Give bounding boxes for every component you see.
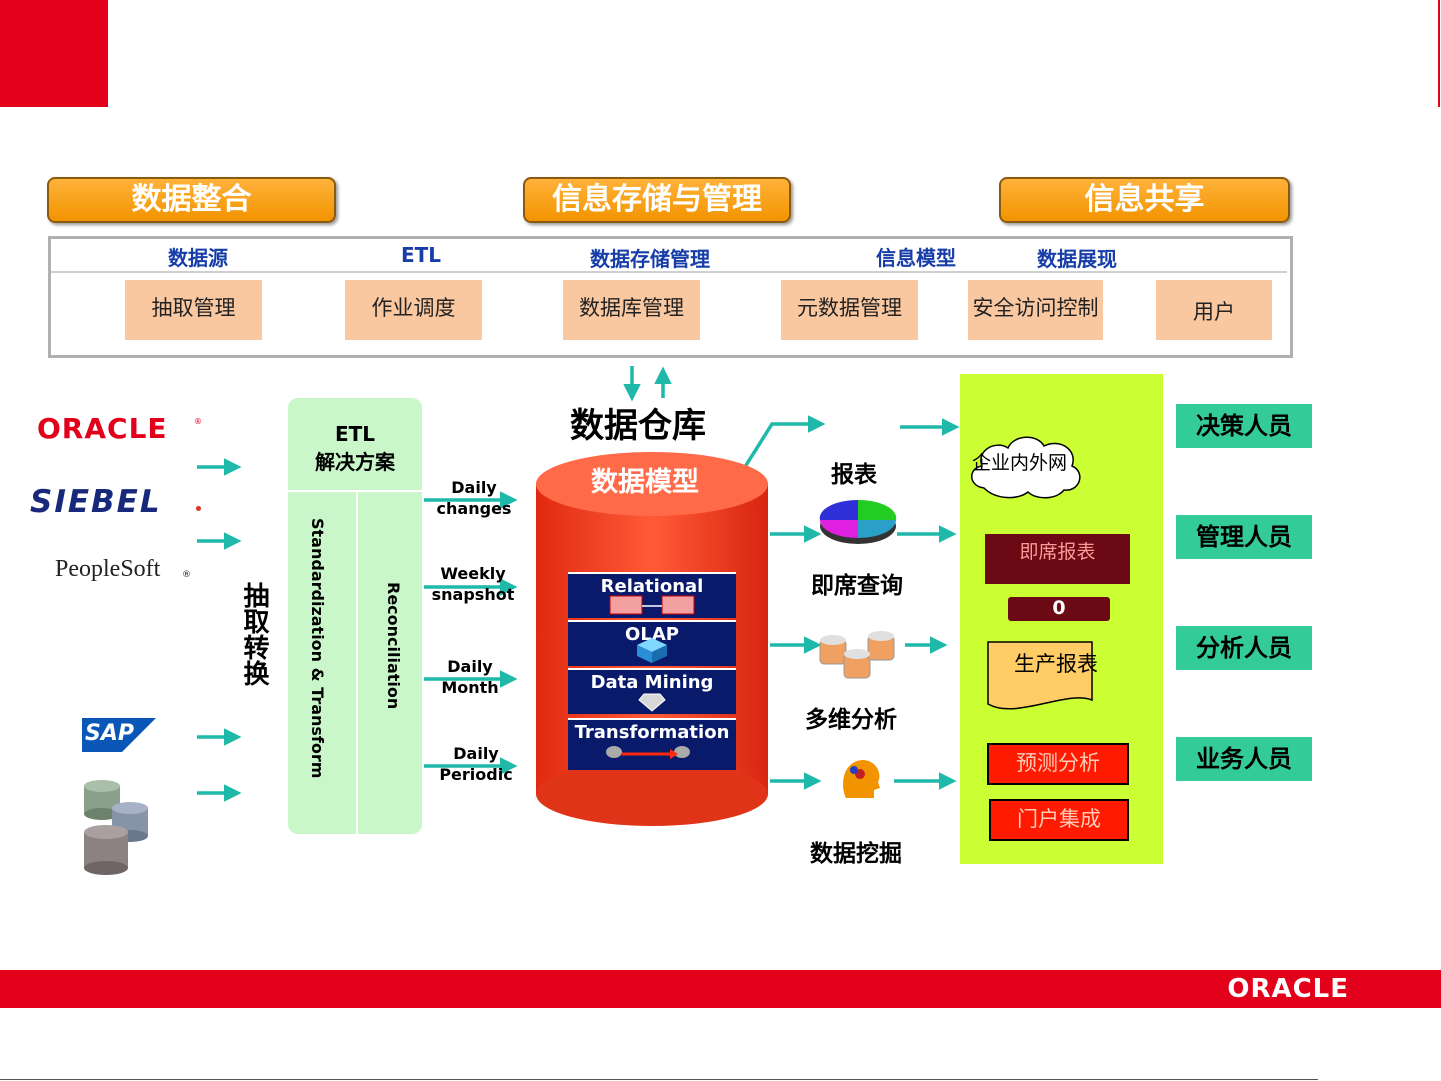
warehouse-title: 数据仓库 — [570, 406, 706, 446]
extract-transform-label: 抽取转换 — [239, 582, 269, 686]
data-model-label: 数据模型 — [591, 467, 699, 498]
siebel-logo: SIEBEL — [30, 484, 162, 520]
label-data-source: 数据源 — [168, 246, 228, 270]
label-info-model: 信息模型 — [876, 246, 956, 270]
bottom-rule — [0, 1079, 1318, 1080]
etl-panel-column-divider — [356, 492, 358, 834]
flow-line1: Daily — [451, 478, 497, 497]
category-info-storage: 信息存储与管理 — [523, 177, 791, 223]
role-business-user: 业务人员 — [1176, 737, 1312, 781]
table-grid-icon — [609, 595, 695, 615]
document-icon — [987, 641, 1093, 710]
etl-solution-panel — [288, 398, 422, 834]
box-job-scheduling: 作业调度 — [345, 280, 482, 340]
diamond-icon — [638, 693, 666, 712]
reconciliation-label: Reconciliation — [384, 582, 403, 710]
flow-label-daily-periodic: Daily Periodic — [434, 743, 518, 785]
production-report-label: 生产报表 — [1014, 652, 1098, 676]
box-user: 用户 — [1156, 280, 1272, 340]
database-stack-icon — [84, 780, 148, 875]
data-mining-head-icon — [843, 760, 880, 798]
role-decision-maker: 决策人员 — [1176, 404, 1312, 448]
label-etl: ETL — [401, 243, 442, 267]
flow-label-daily-month: Daily Month — [432, 656, 508, 698]
layer-relational: Relational — [568, 572, 736, 618]
portal-integration-box: 门户集成 — [989, 799, 1129, 841]
flow-line1: Daily — [453, 744, 499, 763]
peoplesoft-mark-icon: ® — [182, 570, 191, 580]
box-metadata-mgmt: 元数据管理 — [781, 280, 918, 340]
box-extract-mgmt: 抽取管理 — [125, 280, 262, 340]
box-database-mgmt: 数据库管理 — [563, 280, 700, 340]
flow-line1: Daily — [447, 657, 493, 676]
multidimensional-cubes-icon — [819, 631, 895, 679]
sap-logo: SAP — [85, 721, 134, 746]
role-analyst: 分析人员 — [1176, 626, 1312, 670]
siebel-dot-icon — [196, 506, 201, 511]
output-data-mining-label: 数据挖掘 — [810, 841, 902, 867]
olap-cube-icon — [637, 638, 667, 663]
etl-title: ETL — [334, 422, 376, 446]
etl-panel-title: ETL 解决方案 — [300, 420, 410, 476]
cloud-label: 企业内外网 — [972, 452, 1068, 474]
layer-label: Data Mining — [590, 672, 714, 693]
layer-transformation: Transformation — [568, 718, 736, 770]
output-adhoc-query-label: 即席查询 — [811, 573, 903, 599]
zero-indicator: 0 — [1008, 597, 1110, 621]
flow-line2: snapshot — [431, 585, 515, 604]
peoplesoft-logo: PeopleSoft — [55, 556, 161, 582]
standardization-label: Standardization & Transform — [308, 518, 327, 779]
footer-bar — [0, 970, 1441, 1008]
pie-chart-icon — [819, 499, 897, 544]
layer-label: OLAP — [625, 624, 679, 645]
flow-line2: Month — [441, 678, 499, 697]
adhoc-report-box: 即席报表 — [985, 534, 1130, 584]
category-data-integration: 数据整合 — [47, 177, 336, 223]
output-multidim-analysis-label: 多维分析 — [805, 707, 897, 733]
transformation-pipe-icon — [606, 746, 690, 759]
oracle-logo: ORACLE — [37, 412, 168, 445]
flow-line2: changes — [436, 499, 512, 518]
layer-label: Transformation — [574, 722, 730, 743]
layer-label: Relational — [600, 576, 704, 597]
label-data-presentation: 数据展现 — [1037, 247, 1117, 271]
cloud-icon — [971, 436, 1081, 499]
forecast-analysis-box: 预测分析 — [987, 743, 1129, 785]
flow-label-weekly-snapshot: Weekly snapshot — [428, 563, 518, 605]
box-security-access: 安全访问控制 — [968, 280, 1103, 340]
red-corner-block — [0, 0, 108, 107]
role-manager: 管理人员 — [1176, 515, 1312, 559]
label-data-storage-mgmt: 数据存储管理 — [590, 247, 710, 271]
etl-subtitle: 解决方案 — [315, 450, 395, 474]
flow-line1: Weekly — [440, 564, 506, 583]
sap-logo-shape — [82, 718, 156, 752]
panel-divider — [51, 271, 1287, 273]
right-edge-line — [1438, 0, 1440, 107]
registered-mark-icon: ® — [194, 417, 202, 426]
flow-label-daily-changes: Daily changes — [432, 477, 516, 519]
output-report-label: 报表 — [831, 462, 877, 488]
flow-line2: Periodic — [439, 765, 513, 784]
footer-oracle-logo: ORACLE — [1227, 974, 1349, 1004]
category-info-sharing: 信息共享 — [999, 177, 1290, 223]
etl-panel-divider — [288, 490, 422, 492]
